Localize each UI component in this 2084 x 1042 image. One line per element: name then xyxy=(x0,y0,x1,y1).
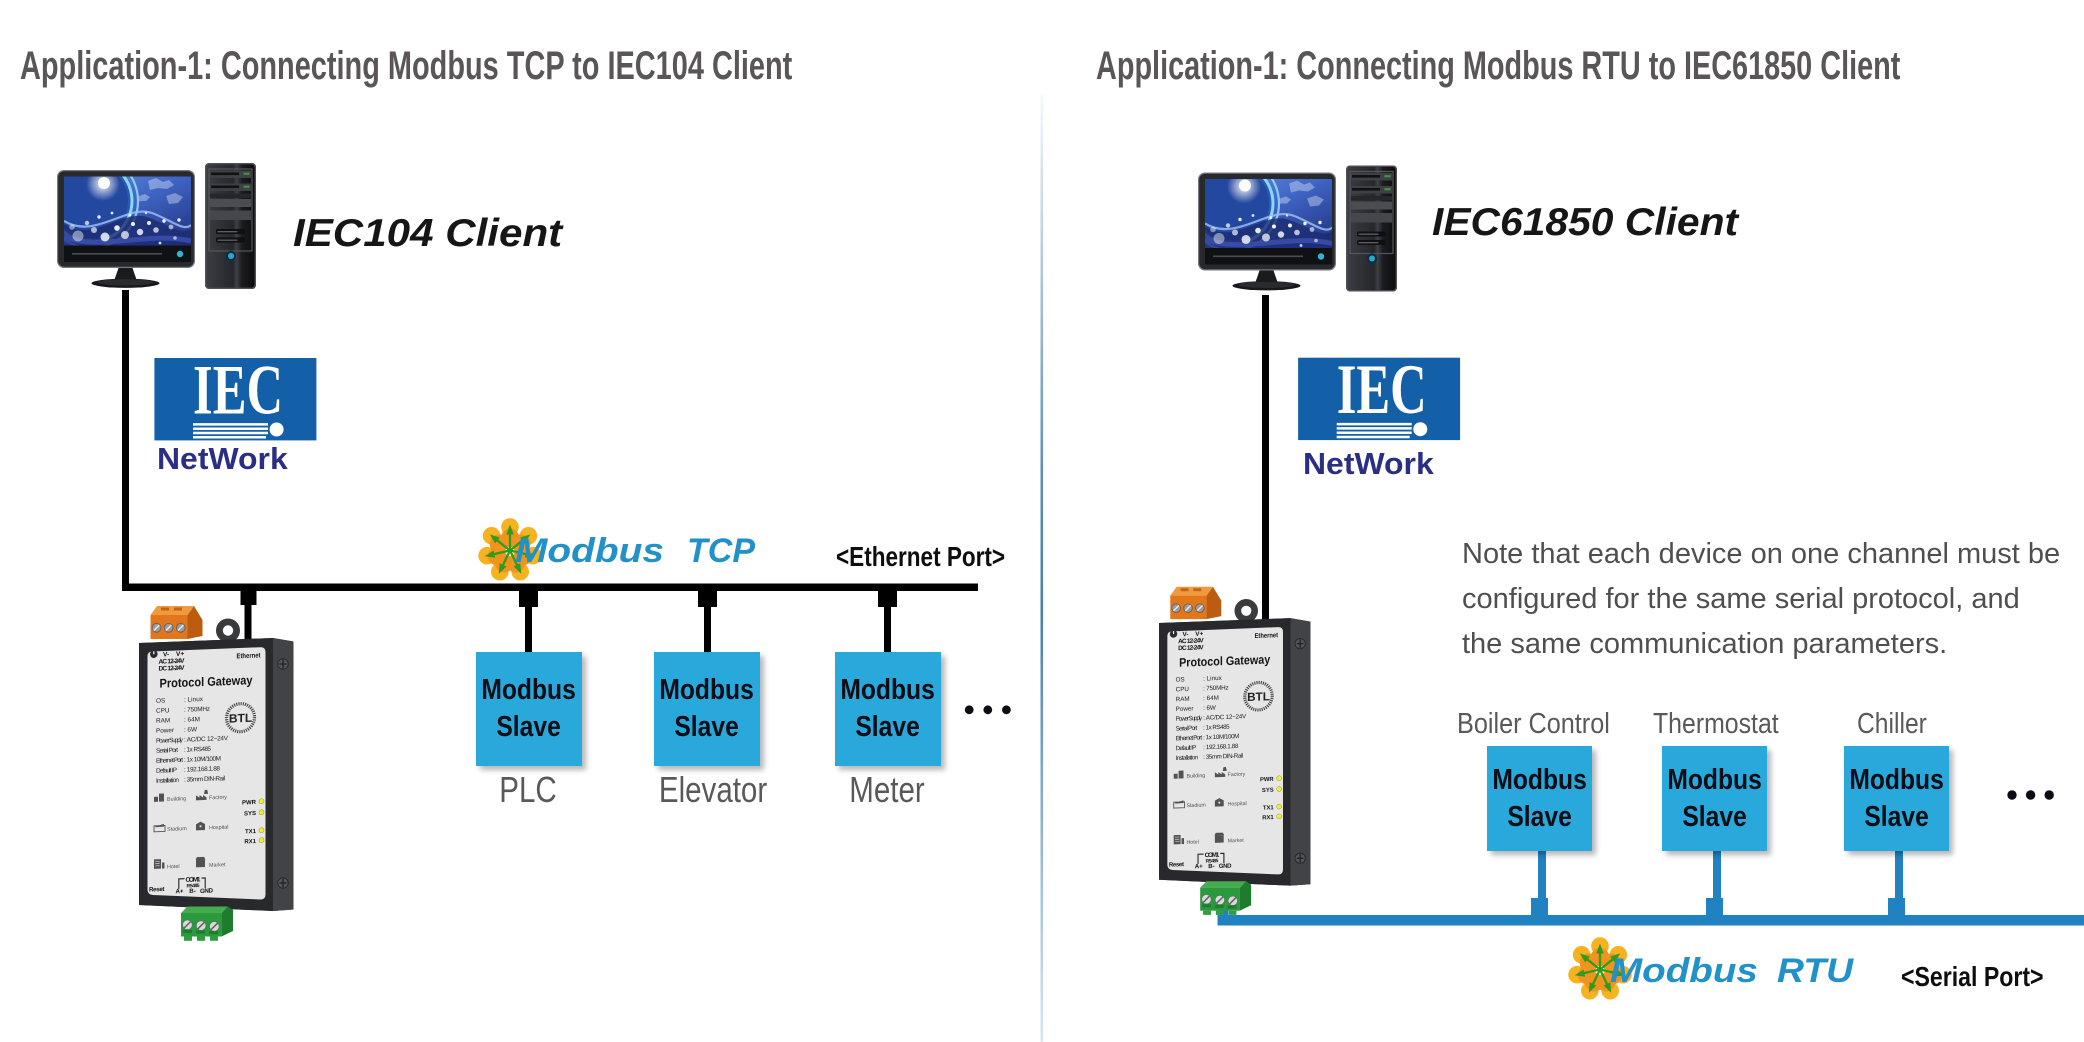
svg-text:Power: Power xyxy=(156,727,175,735)
svg-text:Hotel: Hotel xyxy=(167,864,180,870)
svg-text:: AC/DC 12~24V: : AC/DC 12~24V xyxy=(184,735,229,744)
svg-text:A+: A+ xyxy=(175,888,183,895)
svg-text:Hospital: Hospital xyxy=(209,825,228,832)
svg-text:: Linux: : Linux xyxy=(184,696,204,704)
svg-text:PWR: PWR xyxy=(242,800,257,807)
svg-text:Protocol Gateway: Protocol Gateway xyxy=(160,673,253,690)
svg-text:Factory: Factory xyxy=(209,795,227,802)
svg-text:OS: OS xyxy=(156,697,165,704)
svg-text:Building: Building xyxy=(167,796,186,803)
svg-text:Market: Market xyxy=(209,862,226,869)
svg-text:: 6W: : 6W xyxy=(184,726,198,734)
svg-text:COM1: COM1 xyxy=(186,876,201,884)
svg-text:Ethernet: Ethernet xyxy=(237,652,262,660)
svg-text:Stadium: Stadium xyxy=(167,826,187,833)
svg-text:V-: V- xyxy=(163,651,169,658)
svg-text:: 750MHz: : 750MHz xyxy=(184,706,210,714)
svg-text:B-: B- xyxy=(189,888,196,895)
svg-text:V+: V+ xyxy=(176,651,184,658)
svg-text:Installation: Installation xyxy=(156,777,179,785)
svg-text:BTL: BTL xyxy=(229,711,252,726)
svg-text:Power Supply: Power Supply xyxy=(156,737,184,745)
svg-text:SYS: SYS xyxy=(244,811,256,817)
svg-text:DC 12-24V: DC 12-24V xyxy=(159,665,186,673)
svg-text:RX1: RX1 xyxy=(244,839,256,845)
svg-text:Reset: Reset xyxy=(149,886,165,894)
svg-text:RS485: RS485 xyxy=(187,883,200,889)
svg-text:TX1: TX1 xyxy=(245,829,257,835)
svg-text:AC 12-24V: AC 12-24V xyxy=(159,658,186,666)
svg-text:: 64M: : 64M xyxy=(184,716,200,724)
svg-text:: 1x 10M/100M: : 1x 10M/100M xyxy=(184,755,221,763)
svg-text:Ethernet Port: Ethernet Port xyxy=(156,757,183,765)
svg-text:: 192.168.1.88: : 192.168.1.88 xyxy=(184,765,220,773)
svg-text:: 35mm DIN-Rail: : 35mm DIN-Rail xyxy=(184,775,225,784)
svg-text:Serial Port: Serial Port xyxy=(156,747,178,755)
svg-text:CPU: CPU xyxy=(156,707,170,715)
svg-text:: 1x RS485: : 1x RS485 xyxy=(184,746,211,754)
svg-text:Default IP: Default IP xyxy=(156,767,177,775)
svg-text:RAM: RAM xyxy=(156,717,170,725)
svg-text:IEC: IEC xyxy=(193,352,283,430)
svg-text:GND: GND xyxy=(200,887,214,894)
